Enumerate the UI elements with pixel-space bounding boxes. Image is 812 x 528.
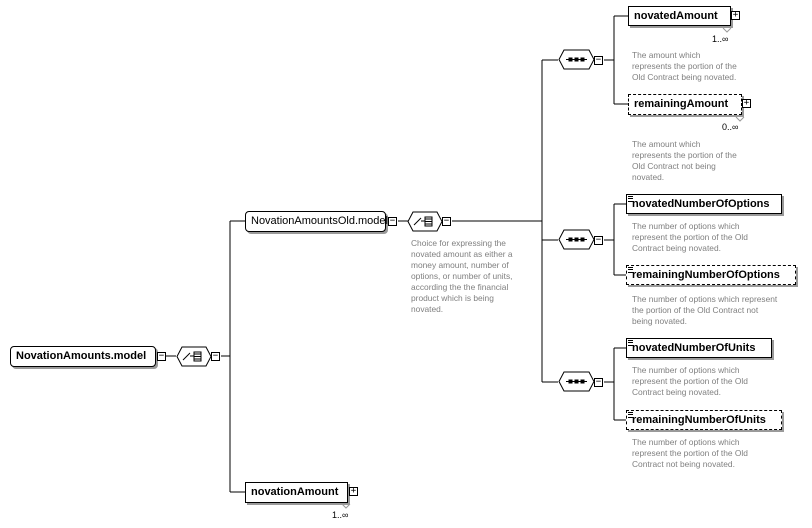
novated-number-of-units-annotation: The number of options which represent th…	[632, 365, 748, 397]
cardinality-label: 0..∞	[722, 122, 739, 132]
novation-amounts-model-node[interactable]: NovationAmounts.model	[10, 346, 156, 367]
novated-number-of-options-element[interactable]: novatedNumberOfOptions	[626, 194, 782, 214]
expand-icon[interactable]: +	[731, 10, 740, 20]
element-label: remainingAmount	[634, 98, 729, 110]
simple-content-icon	[628, 196, 633, 202]
novated-number-of-options-annotation: The number of options which represent th…	[632, 221, 748, 253]
expand-icon[interactable]: +	[742, 98, 751, 108]
collapse-icon[interactable]: −	[157, 351, 166, 361]
novated-amount-element[interactable]: novatedAmount	[628, 6, 731, 26]
sequence-compositor-icon[interactable]	[558, 229, 595, 250]
cardinality-label: 1..∞	[712, 34, 729, 44]
element-label: novatedNumberOfUnits	[632, 342, 756, 354]
cardinality-label: 1..∞	[332, 510, 349, 520]
collapse-icon[interactable]: −	[594, 55, 603, 65]
novated-number-of-units-element[interactable]: novatedNumberOfUnits	[626, 338, 772, 358]
novated-amount-annotation: The amount which represents the portion …	[632, 50, 737, 82]
choice-compositor-icon[interactable]	[407, 211, 443, 232]
expand-icon[interactable]: +	[349, 486, 358, 496]
node-label: NovationAmountsOld.model	[251, 215, 388, 227]
sequence-compositor-icon[interactable]	[558, 49, 595, 70]
remaining-number-of-units-annotation: The number of options which represent th…	[632, 437, 748, 469]
remaining-amount-annotation: The amount which represents the portion …	[632, 139, 737, 182]
sequence-compositor-icon[interactable]	[558, 371, 595, 392]
choice-compositor-icon[interactable]	[176, 346, 212, 367]
remaining-number-of-options-element[interactable]: remainingNumberOfOptions	[626, 265, 796, 285]
novation-amount-element[interactable]: novationAmount	[245, 482, 348, 503]
element-label: novatedNumberOfOptions	[632, 198, 770, 210]
collapse-icon[interactable]: −	[388, 216, 397, 226]
novation-amounts-old-model-node[interactable]: NovationAmountsOld.model	[245, 211, 388, 232]
collapse-icon[interactable]: −	[594, 235, 603, 245]
collapse-icon[interactable]: −	[211, 351, 220, 361]
remaining-number-of-options-annotation: The number of options which represent th…	[632, 294, 778, 326]
simple-content-icon	[628, 340, 633, 346]
simple-content-icon	[628, 267, 633, 273]
remaining-amount-element[interactable]: remainingAmount	[628, 94, 742, 115]
collapse-icon[interactable]: −	[442, 216, 451, 226]
element-label: remainingNumberOfUnits	[632, 414, 766, 426]
element-label: novatedAmount	[634, 10, 718, 22]
node-label: NovationAmounts.model	[16, 350, 147, 362]
simple-content-icon	[628, 412, 633, 418]
element-label: remainingNumberOfOptions	[632, 269, 780, 281]
choice-annotation: Choice for expressing the novated amount…	[411, 238, 513, 314]
collapse-icon[interactable]: −	[594, 377, 603, 387]
element-label: novationAmount	[251, 486, 339, 498]
remaining-number-of-units-element[interactable]: remainingNumberOfUnits	[626, 410, 782, 430]
